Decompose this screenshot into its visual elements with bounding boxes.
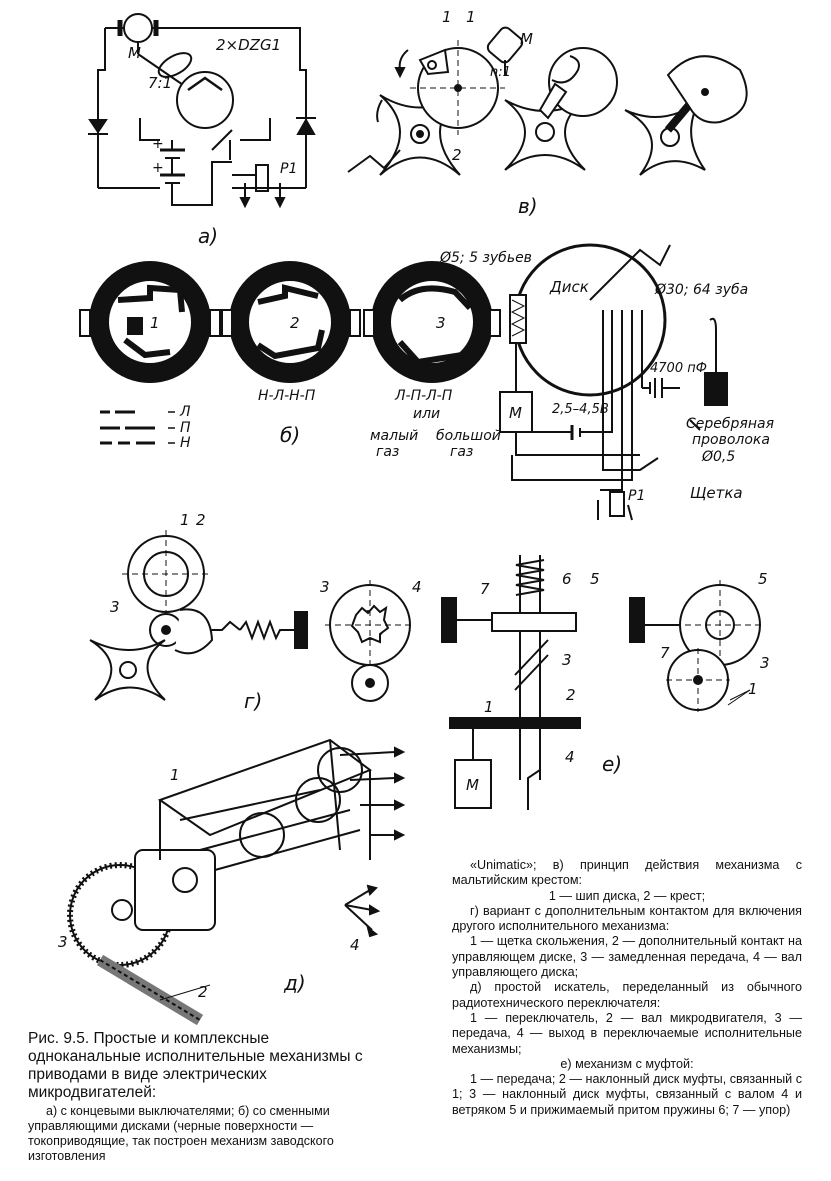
v-pin-label-1: 1 [442,8,452,26]
caption-right-line-7: е) механизм с муфтой: [560,1056,694,1071]
caption-right-line-1: «Unimatic»; в) принцип действия механизм… [452,858,802,888]
panel-contact-drawing [499,243,728,521]
b-legend-N: Н [180,435,191,451]
d-label-1: 1 [170,766,180,784]
caption-title-text: Простые и комплексные одноканальные испо… [28,1030,363,1101]
e-label-4: 4 [565,748,575,766]
b-sequence-3: Л-П-Л-П [394,388,453,404]
g-label-4: 4 [412,578,422,596]
e-label-7a: 7 [480,580,490,598]
b-disc-label-2: 2 [290,314,300,332]
panel-a-drawing [88,13,316,209]
panel-v-label: в) [518,194,538,218]
panel-e-drawing [441,555,765,810]
contact-capacitor: 4700 пФ [650,361,707,376]
caption-right-line-8: 1 — передача; 2 — наклонный диск муфты, … [452,1072,802,1117]
contact-gear-large: Ø30; 64 зуба [654,282,748,298]
panel-v-drawing [347,26,748,176]
a-plus-1: + [152,136,164,152]
g-label-1: 1 [180,511,190,529]
a-plus-2: + [152,160,164,176]
a-switch-label: 2×DZG1 [216,36,281,54]
contact-brush: Щетка [690,484,743,502]
caption-right-column: «Unimatic»; в) принцип действия механизм… [452,858,802,1118]
caption-title: Рис. 9.5. Простые и комплексные однокана… [28,1030,384,1102]
e-label-1b: 1 [748,680,758,698]
a-motor-label: М [128,44,141,62]
e-label-3: 3 [562,651,572,669]
v-cross-label: 2 [452,146,462,164]
caption-left-column: Рис. 9.5. Простые и комплексные однокана… [28,1030,384,1164]
a-ratio-label: 7:1 [148,74,172,92]
contact-relay: Р1 [628,488,645,504]
b-sequence-or: или [413,406,440,422]
b-legend-L: Л [179,404,191,420]
e-motor: М [466,776,479,794]
e-label-1: 1 [484,698,494,716]
e-label-6: 6 [562,570,572,588]
panel-e-label: е) [602,752,622,776]
d-label-2: 2 [198,983,208,1001]
contact-gear-small: Ø5; 5 зубьев [439,250,532,266]
g-label-3a: 3 [110,598,120,616]
v-ratio-label: n:1 [490,65,511,80]
b-disc-label-1: 1 [150,314,160,332]
panel-d-drawing [67,738,406,1026]
v-pin-label-2: 1 [466,8,476,26]
e-label-7b: 7 [660,644,670,662]
e-label-2: 2 [566,686,576,704]
caption-number: Рис. 9.5. [28,1030,90,1047]
d-label-4: 4 [350,936,360,954]
caption-right-line-3: г) вариант с дополнительным контактом дл… [452,903,802,934]
caption-body: а) с концевыми выключателями; б) со смен… [28,1104,334,1163]
b-legend-P: П [180,420,191,436]
e-label-5b: 5 [758,570,768,588]
e-label-3b: 3 [760,654,770,672]
panel-d-label: д) [283,971,306,995]
caption-right-line-5: д) простой искатель, переделанный из обы… [452,980,802,1010]
v-motor-label: М [520,30,533,48]
g-label-2: 2 [196,511,206,529]
panel-b-drawing [79,261,501,445]
d-label-3: 3 [58,933,68,951]
g-label-3b: 3 [320,578,330,596]
contact-disc-label: Диск [549,278,589,296]
b-disc-label-3: 3 [436,314,446,332]
panel-g-drawing [89,530,415,702]
caption-right-line-6: 1 — переключатель, 2 — вал микродвигател… [452,1010,802,1056]
caption-right-line-2: 1 — шип диска, 2 — крест; [548,888,706,903]
panel-b-label: б) [280,423,300,447]
e-label-5a: 5 [590,570,600,588]
contact-motor: М [509,404,522,422]
panel-g-label: г) [244,689,262,713]
b-sequence-2: Н-Л-Н-П [258,388,316,404]
caption-right-line-4: 1 — щетка скольжения, 2 — дополнительный… [452,934,802,980]
a-relay-label: Р1 [280,161,297,177]
panel-a-label: а) [198,224,218,248]
contact-voltage: 2,5–4,5В [552,402,609,417]
